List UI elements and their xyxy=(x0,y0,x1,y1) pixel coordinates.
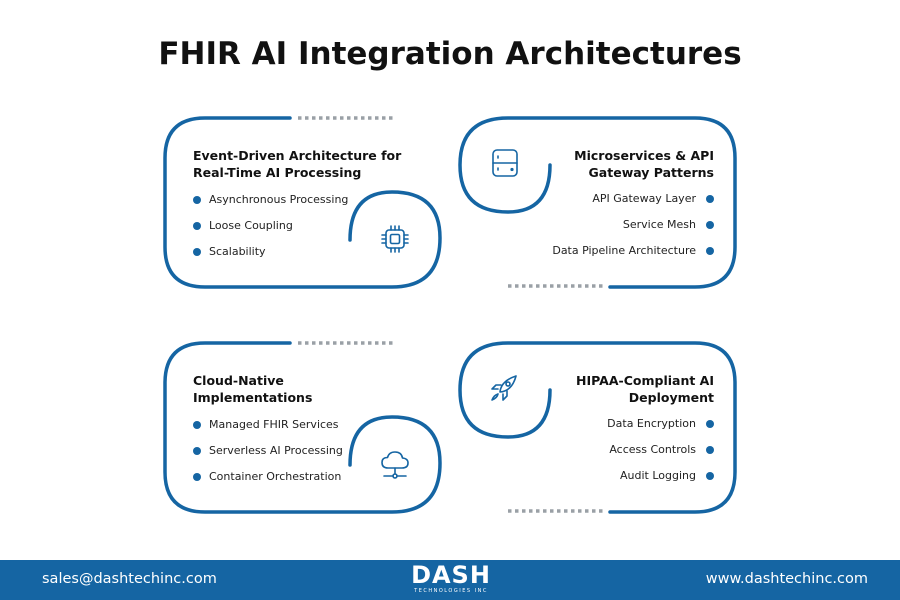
list-item: Scalability xyxy=(193,245,266,259)
list-item: Service Mesh xyxy=(623,218,714,232)
list-item: Data Encryption xyxy=(607,417,714,431)
card-frames xyxy=(163,116,737,514)
page-title: FHIR AI Integration Architectures xyxy=(158,36,742,72)
list-item: Serverless AI Processing xyxy=(193,444,343,458)
list-item: Asynchronous Processing xyxy=(193,193,348,207)
footer-website-link[interactable]: www.dashtechinc.com xyxy=(705,571,868,587)
cloud-network-icon xyxy=(381,451,409,479)
footer-email-link[interactable]: sales@dashtechinc.com xyxy=(42,571,217,587)
footer-bar: sales@dashtechinc.com DASH TECHNOLOGIES … xyxy=(0,560,900,600)
list-item: API Gateway Layer xyxy=(592,192,714,206)
list-item: Loose Coupling xyxy=(193,219,293,233)
list-item: Audit Logging xyxy=(620,469,714,483)
list-item: Managed FHIR Services xyxy=(193,418,339,432)
list-item: Data Pipeline Architecture xyxy=(552,244,714,258)
dash-logo: DASH TECHNOLOGIES INC xyxy=(411,561,491,595)
list-item: Container Orchestration xyxy=(193,470,341,484)
server-icon xyxy=(492,149,518,177)
chip-icon xyxy=(381,225,409,253)
list-item: Access Controls xyxy=(609,443,714,457)
rocket-icon xyxy=(491,375,517,401)
